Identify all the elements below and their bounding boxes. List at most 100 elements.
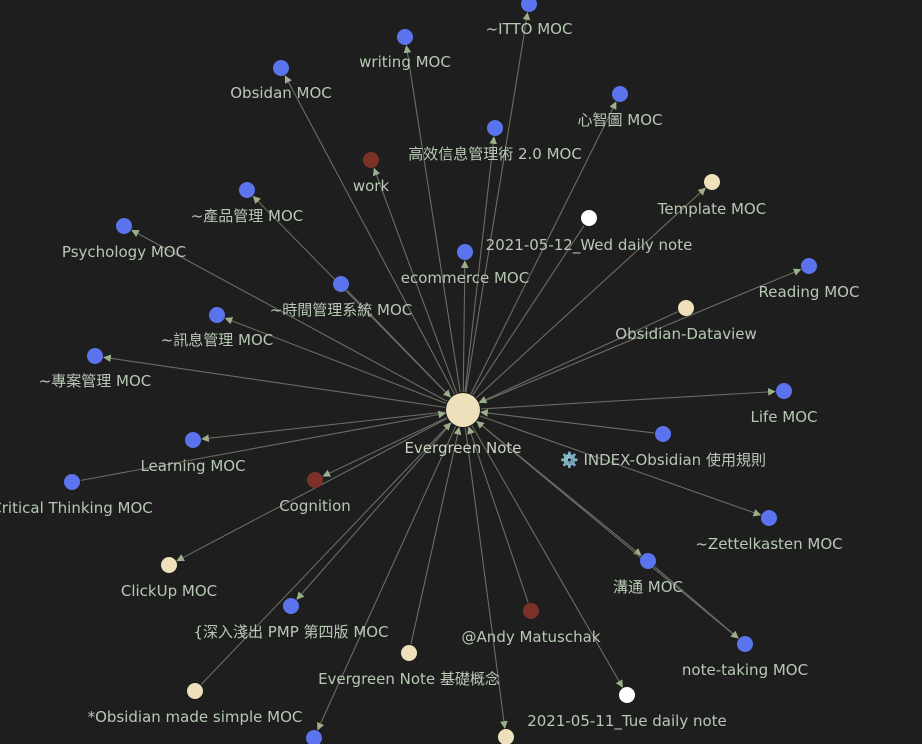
graph-node-obsidian-dataview[interactable]: [678, 300, 694, 316]
edge-daily-0512: [472, 225, 585, 396]
graph-node-communication-moc[interactable]: [640, 553, 656, 569]
graph-node-index-obsidian[interactable]: [655, 426, 671, 442]
graph-node-psychology-moc[interactable]: [116, 218, 132, 234]
graph-node-obsidian-made-simple-moc[interactable]: [187, 683, 203, 699]
edge-index-obsidian: [480, 409, 655, 434]
edge-clickup-moc: [176, 417, 448, 562]
graph-node-label: Cognition: [279, 497, 351, 515]
graph-node-mindmap-moc[interactable]: [612, 86, 628, 102]
graph-node-label: ⚙️ INDEX-Obsidian 使用規則: [560, 451, 766, 469]
graph-node-critical-thinking-moc[interactable]: [64, 474, 80, 490]
graph-node-work[interactable]: [363, 152, 379, 168]
graph-node-time-mgmt-moc[interactable]: [333, 276, 349, 292]
graph-node-label: Reading MOC: [759, 283, 860, 301]
graph-node-label: 2021-05-12_Wed daily note: [486, 236, 693, 255]
graph-node-label: 高效信息管理術 2.0 MOC: [408, 145, 582, 163]
graph-node-label: Obsidan MOC: [230, 84, 332, 102]
edge-itto-moc: [465, 12, 531, 393]
graph-node-obsidan-moc[interactable]: [273, 60, 289, 76]
graph-node-product-mgmt-moc[interactable]: [239, 182, 255, 198]
graph-node-label: ClickUp MOC: [121, 582, 217, 600]
edge-obsidian-made-simple-moc: [200, 422, 452, 685]
edge-template-moc: [475, 187, 706, 399]
graph-node-label: Evergreen Note 基礎概念: [318, 670, 500, 688]
graph-node-label: Obsidian-Dataview: [615, 325, 756, 343]
graph-node-label: 溝通 MOC: [613, 578, 683, 596]
graph-node-template-moc[interactable]: [704, 174, 720, 190]
graph-node-label: Psychology MOC: [62, 243, 186, 261]
graph-node-label: 2021-05-11_Tue daily note: [527, 712, 727, 731]
graph-node-center-label: Evergreen Note: [404, 439, 521, 457]
graph-node-daily-0512[interactable]: [581, 210, 597, 226]
edge-writing-moc: [403, 45, 461, 393]
graph-node-project-mgmt-moc[interactable]: [87, 348, 103, 364]
graph-node-label: *Obsidian made simple MOC: [88, 708, 303, 726]
graph-node-label: work: [353, 177, 390, 195]
graph-node-bottom-moc[interactable]: [306, 730, 322, 744]
edge-note-taking-moc: [476, 421, 739, 639]
edge-reading-moc: [479, 268, 802, 404]
edge-daily-0511: [471, 425, 623, 688]
graph-node-info-mgmt-moc[interactable]: [487, 120, 503, 136]
graph-node-message-mgmt-moc[interactable]: [209, 307, 225, 323]
graph-node-writing-moc[interactable]: [397, 29, 413, 45]
graph-node-label: Template MOC: [657, 200, 766, 218]
graph-node-life-moc[interactable]: [776, 383, 792, 399]
graph-node-daily-0511[interactable]: [619, 687, 635, 703]
graph-node-label: ~Zettelkasten MOC: [695, 535, 842, 553]
edge-bottom-note: [464, 427, 508, 729]
graph-node-label: Learning MOC: [140, 457, 245, 475]
edge-ecommerce-moc: [460, 260, 469, 393]
graph-node-label: ~時間管理系統 MOC: [270, 301, 413, 319]
graph-node-label: 心智圖 MOC: [578, 111, 663, 129]
graph-node-cognition[interactable]: [307, 472, 323, 488]
edge-obsidan-moc: [284, 75, 456, 395]
graph-node-zettelkasten-moc[interactable]: [761, 510, 777, 526]
edge-project-mgmt-moc: [103, 354, 446, 408]
graph-node-label: ~產品管理 MOC: [191, 207, 304, 225]
graph-node-note-taking-moc[interactable]: [737, 636, 753, 652]
edge-zettelkasten-moc: [479, 415, 762, 517]
graph-node-evergreen-basics[interactable]: [401, 645, 417, 661]
edge-work: [372, 167, 458, 394]
graph-node-center[interactable]: [446, 393, 480, 427]
edge-critical-thinking-moc: [80, 410, 447, 481]
graph-node-bottom-note[interactable]: [498, 729, 514, 744]
edge-communication-moc-note-taking-moc: [654, 566, 739, 639]
edge-info-mgmt-moc: [464, 136, 498, 393]
edge-cognition: [322, 417, 447, 477]
graph-node-label: writing MOC: [359, 53, 451, 71]
edge-life-moc: [480, 388, 776, 410]
graph-node-ecommerce-moc[interactable]: [457, 244, 473, 260]
graph-node-label: Critical Thinking MOC: [0, 499, 153, 517]
graph-node-label: ~專案管理 MOC: [39, 372, 152, 390]
edge-learning-moc: [201, 411, 446, 443]
edge-pmp-moc: [296, 423, 452, 600]
edge-bottom-moc: [317, 426, 457, 731]
edge-time-mgmt-moc: [346, 290, 452, 398]
graph-edges: [80, 12, 802, 731]
edge-obsidian-dataview: [478, 311, 679, 404]
edge-mindmap-moc: [470, 101, 617, 395]
edge-psychology-moc: [131, 229, 448, 402]
edge-message-mgmt-moc: [224, 317, 447, 405]
graph-node-itto-moc[interactable]: [521, 0, 537, 12]
graph-node-label: ~訊息管理 MOC: [161, 331, 274, 349]
graph-node-andy-matuschak[interactable]: [523, 603, 539, 619]
graph-node-clickup-moc[interactable]: [161, 557, 177, 573]
graph-labels: ~ITTO MOC writing MOC Obsidan MOC 心智圖 MOC 高效…: [0, 20, 859, 731]
graph-node-learning-moc[interactable]: [185, 432, 201, 448]
edge-andy-matuschak: [467, 426, 529, 603]
graph-node-reading-moc[interactable]: [801, 258, 817, 274]
graph-node-label: @Andy Matuschak: [462, 628, 601, 646]
graph-nodes: [64, 0, 817, 744]
graph-node-label: ~ITTO MOC: [486, 20, 573, 38]
graph-node-label: ecommerce MOC: [401, 269, 529, 287]
graph-node-label: Life MOC: [750, 408, 817, 426]
graph-node-label: {深入淺出 PMP 第四版 MOC: [193, 623, 388, 641]
graph-node-label: note-taking MOC: [682, 661, 808, 679]
graph-node-pmp-moc[interactable]: [283, 598, 299, 614]
edge-evergreen-basics: [410, 426, 462, 645]
